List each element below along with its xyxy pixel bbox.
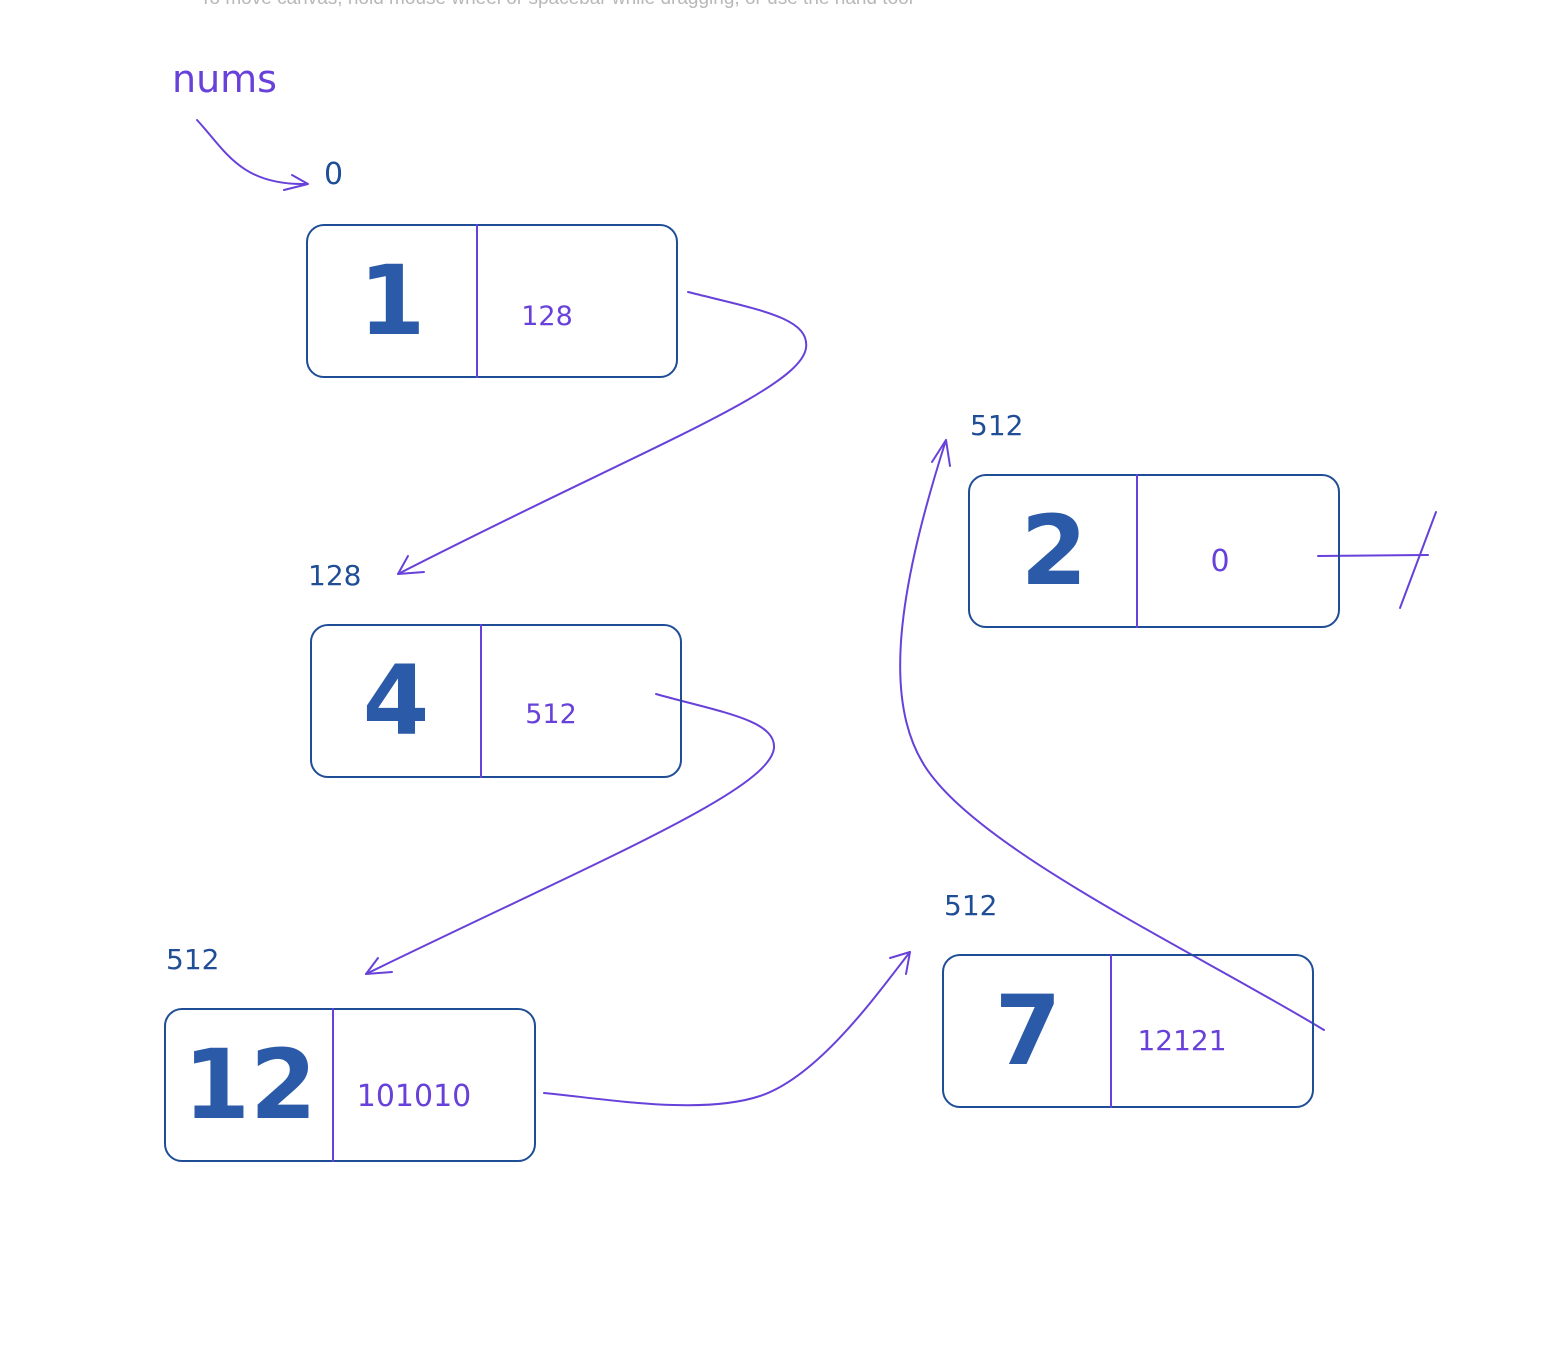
list-node-2[interactable]: 4 512 xyxy=(310,624,682,778)
list-node-3[interactable]: 12 101010 xyxy=(164,1008,536,1162)
null-terminator-line xyxy=(1317,554,1429,557)
head-address-label: 0 xyxy=(324,157,344,192)
nums-arrow xyxy=(196,119,306,186)
node-divider xyxy=(476,224,478,378)
node-next-pointer: 512 xyxy=(525,698,577,730)
node-next-pointer: 101010 xyxy=(356,1078,472,1114)
arrowhead-node4 xyxy=(397,555,425,575)
node-address-label: 512 xyxy=(944,889,998,922)
node-value: 2 xyxy=(1020,495,1088,607)
list-node-5[interactable]: 2 0 xyxy=(968,474,1340,628)
node-value: 7 xyxy=(994,975,1062,1087)
node-divider xyxy=(480,624,482,778)
node-next-pointer: 12121 xyxy=(1137,1023,1227,1057)
node-address-label: 128 xyxy=(308,559,362,592)
arrowhead-node7 xyxy=(889,951,911,975)
list-node-4[interactable]: 7 12121 xyxy=(942,954,1314,1108)
arrow-node4-to-node12 xyxy=(365,693,776,975)
node-address-label: 512 xyxy=(166,943,220,976)
canvas-hint: To move canvas, hold mouse wheel or spac… xyxy=(200,0,913,10)
node-value: 12 xyxy=(183,1029,317,1141)
node-divider xyxy=(1110,954,1112,1108)
variable-label: nums xyxy=(172,57,277,101)
node-address-label: 512 xyxy=(970,409,1024,442)
node-value: 1 xyxy=(358,245,426,357)
null-terminator-slash xyxy=(1399,511,1437,609)
node-divider xyxy=(332,1008,334,1162)
node-value: 4 xyxy=(362,645,430,757)
arrow-node7-to-node2 xyxy=(899,439,1325,1031)
node-divider xyxy=(1136,474,1138,628)
nums-arrowhead xyxy=(283,174,309,191)
arrow-node1-to-node4 xyxy=(397,291,808,575)
node-next-pointer: 0 xyxy=(1210,543,1230,579)
arrow-node12-to-node7 xyxy=(543,951,911,1107)
arrowhead-node12 xyxy=(365,957,393,975)
list-node-1[interactable]: 1 128 xyxy=(306,224,678,378)
arrowhead-node2 xyxy=(931,439,951,467)
node-next-pointer: 128 xyxy=(521,300,573,332)
